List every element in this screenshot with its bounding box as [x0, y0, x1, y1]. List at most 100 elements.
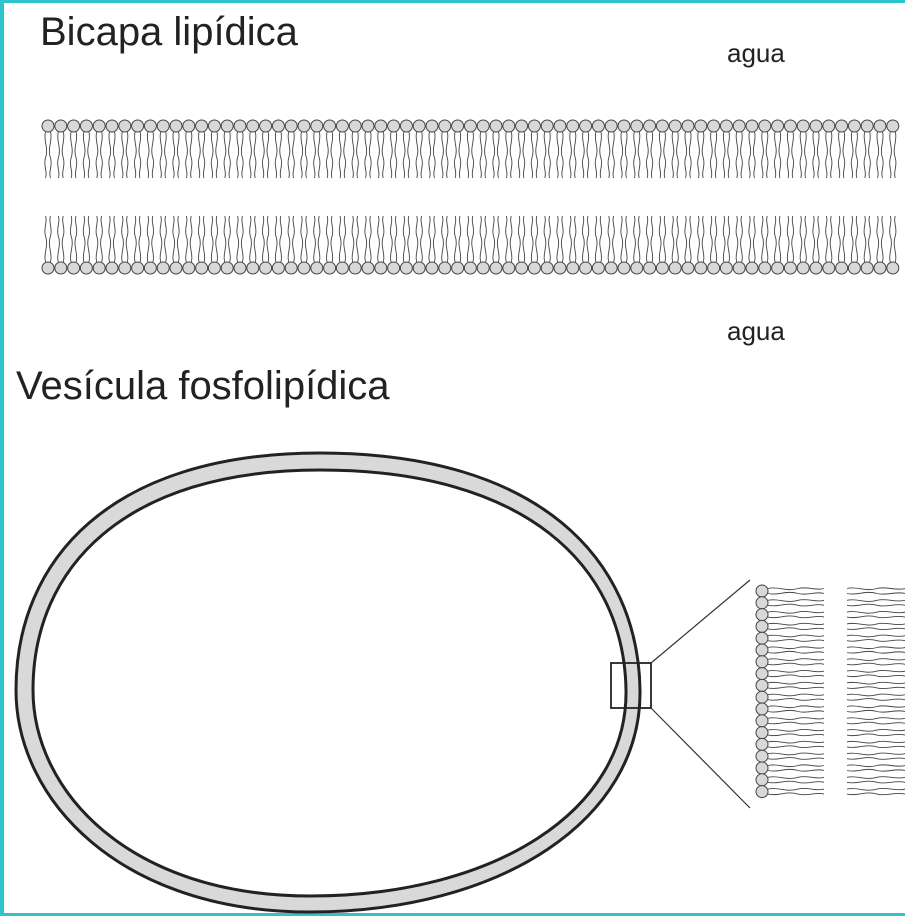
phospholipid-top — [592, 120, 604, 178]
phospholipid-top — [861, 120, 873, 178]
phospholipid-right — [847, 623, 905, 629]
phospholipid-top — [644, 120, 656, 178]
phospholipid-bottom — [490, 216, 502, 274]
zoomed-bilayer-detail — [756, 585, 905, 798]
phospholipid-bottom — [272, 216, 284, 274]
phospholipid-bottom — [874, 216, 886, 274]
phospholipid-top — [810, 120, 822, 178]
phospholipid-bottom — [80, 216, 92, 274]
phospholipid-top — [746, 120, 758, 178]
phospholipid-bottom — [746, 216, 758, 274]
phospholipid-top — [490, 120, 502, 178]
phospholipid-bottom — [324, 216, 336, 274]
phospholipid-left — [756, 762, 824, 774]
phospholipid-bottom — [208, 216, 220, 274]
phospholipid-top — [42, 120, 54, 178]
phospholipid-bottom — [797, 216, 809, 274]
phospholipid-bottom — [349, 216, 361, 274]
phospholipid-right — [847, 600, 905, 606]
phospholipid-top — [631, 120, 643, 178]
phospholipid-top — [848, 120, 860, 178]
phospholipid-bottom — [375, 216, 387, 274]
phospholipid-bottom — [887, 216, 899, 274]
phospholipid-bottom — [656, 216, 668, 274]
phospholipid-bottom — [759, 216, 771, 274]
phospholipid-right — [847, 777, 905, 783]
phospholipid-top — [298, 120, 310, 178]
phospholipid-right — [847, 765, 905, 771]
phospholipid-left — [756, 679, 824, 691]
phospholipid-top — [784, 120, 796, 178]
phospholipid-bottom — [157, 216, 169, 274]
phospholipid-right — [847, 659, 905, 665]
phospholipid-bottom — [861, 216, 873, 274]
phospholipid-bottom — [516, 216, 528, 274]
zoom-line-bottom — [651, 708, 750, 808]
phospholipid-top — [541, 120, 553, 178]
phospholipid-left — [756, 774, 824, 786]
phospholipid-top — [234, 120, 246, 178]
phospholipid-top — [452, 120, 464, 178]
phospholipid-bottom — [733, 216, 745, 274]
phospholipid-top — [503, 120, 515, 178]
phospholipid-left — [756, 632, 824, 644]
phospholipid-bottom — [42, 216, 54, 274]
phospholipid-top — [400, 120, 412, 178]
phospholipid-bottom — [183, 216, 195, 274]
phospholipid-bottom — [772, 216, 784, 274]
phospholipid-right — [847, 788, 905, 794]
phospholipid-top — [221, 120, 233, 178]
phospholipid-top — [759, 120, 771, 178]
phospholipid-top — [720, 120, 732, 178]
phospholipid-top — [157, 120, 169, 178]
phospholipid-bottom — [311, 216, 323, 274]
phospholipid-bottom — [567, 216, 579, 274]
phospholipid-top — [183, 120, 195, 178]
vesicle-diagram — [16, 453, 750, 912]
water-label-bottom: agua — [727, 318, 785, 344]
phospholipid-bottom — [119, 216, 131, 274]
phospholipid-left — [756, 750, 824, 762]
phospholipid-top — [68, 120, 80, 178]
phospholipid-bottom — [503, 216, 515, 274]
phospholipid-bottom — [464, 216, 476, 274]
phospholipid-bottom — [196, 216, 208, 274]
phospholipid-top — [426, 120, 438, 178]
phospholipid-left — [756, 597, 824, 609]
phospholipid-top — [375, 120, 387, 178]
phospholipid-top — [336, 120, 348, 178]
phospholipid-top — [93, 120, 105, 178]
phospholipid-left — [756, 727, 824, 739]
phospholipid-bottom — [68, 216, 80, 274]
phospholipid-bottom — [106, 216, 118, 274]
phospholipid-left — [756, 691, 824, 703]
phospholipid-bottom — [682, 216, 694, 274]
phospholipid-bottom — [810, 216, 822, 274]
phospholipid-top — [413, 120, 425, 178]
phospholipid-top — [439, 120, 451, 178]
vesicle-inner-lumen — [33, 470, 626, 896]
phospholipid-left — [756, 668, 824, 680]
phospholipid-top — [554, 120, 566, 178]
phospholipid-top — [170, 120, 182, 178]
phospholipid-bottom — [285, 216, 297, 274]
phospholipid-bottom — [260, 216, 272, 274]
phospholipid-bottom — [784, 216, 796, 274]
phospholipid-top — [362, 120, 374, 178]
phospholipid-top — [119, 120, 131, 178]
phospholipid-top — [144, 120, 156, 178]
phospholipid-bottom — [669, 216, 681, 274]
phospholipid-bottom — [400, 216, 412, 274]
phospholipid-top — [797, 120, 809, 178]
phospholipid-bottom — [554, 216, 566, 274]
water-label-top: agua — [727, 40, 785, 66]
phospholipid-bottom — [426, 216, 438, 274]
phospholipid-bottom — [580, 216, 592, 274]
phospholipid-bottom — [93, 216, 105, 274]
phospholipid-right — [847, 718, 905, 724]
phospholipid-right — [847, 647, 905, 653]
phospholipid-top — [388, 120, 400, 178]
phospholipid-bottom — [55, 216, 67, 274]
phospholipid-top — [605, 120, 617, 178]
